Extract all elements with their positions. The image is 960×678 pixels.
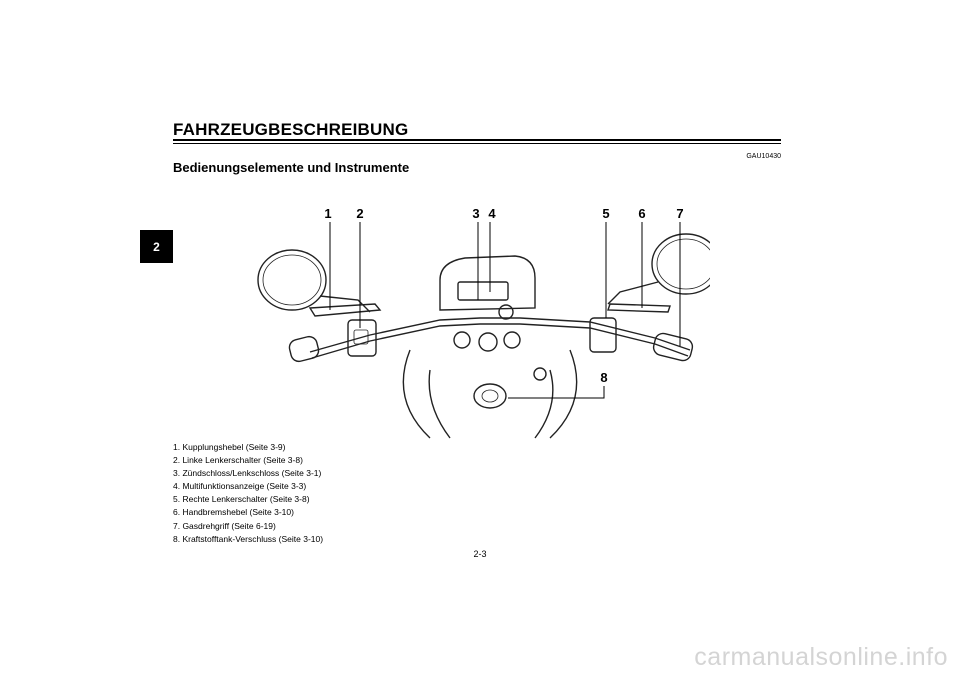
fuel-cap (473, 383, 507, 409)
legend-item: 5. Rechte Lenkerschalter (Seite 3-8) (173, 494, 310, 505)
right-grip (652, 332, 694, 362)
callout-7: 7 (676, 206, 683, 221)
left-switch (347, 319, 377, 357)
callout-5: 5 (602, 206, 609, 221)
legend-list: 1. Kupplungshebel (Seite 3-9) 2. Linke L… (173, 441, 323, 546)
chapter-tab: 2 (140, 230, 173, 263)
fuel-tank (428, 369, 554, 439)
reference-code: GAU10430 (746, 153, 781, 160)
legend-item: 1. Kupplungshebel (Seite 3-9) (173, 442, 286, 452)
callout-6: 6 (638, 206, 645, 221)
right-mirror (651, 233, 710, 295)
callout-4: 4 (488, 206, 496, 221)
callout-8: 8 (600, 370, 607, 385)
legend-item: 6. Handbremshebel (Seite 3-10) (173, 507, 294, 518)
legend-item: 3. Zündschloss/Lenkschloss (Seite 3-1) (173, 468, 322, 479)
page-number: 2-3 (473, 549, 487, 559)
ignition-switch (498, 304, 514, 320)
instrument-cluster (439, 255, 536, 311)
callout-3: 3 (472, 206, 479, 221)
legend-item: 8. Kraftstofftank-Verschluss (Seite 3-10… (173, 533, 324, 544)
title-rule (173, 139, 781, 141)
left-grip (288, 335, 320, 363)
callout-1: 1 (324, 206, 331, 221)
right-switch (589, 317, 617, 353)
brake-lever (607, 303, 671, 313)
watermark: carmanualsonline.info (694, 643, 948, 671)
legend-item: 7. Gasdrehgriff (Seite 6-19) (173, 520, 276, 531)
page-subtitle: Bedienungselemente und Instrumente (173, 160, 410, 175)
handlebar-illustration: 1 2 3 4 5 6 7 8 (257, 206, 710, 439)
leader-8 (508, 386, 605, 399)
section-title: FAHRZEUGBESCHREIBUNG (173, 120, 409, 139)
left-mirror (257, 249, 327, 311)
title-rule-thin (173, 143, 781, 144)
callout-2: 2 (356, 206, 363, 221)
handlebar (309, 317, 691, 353)
clutch-lever (308, 303, 382, 317)
legend-item: 2. Linke Lenkerschalter (Seite 3-8) (173, 455, 303, 466)
legend-item: 4. Multifunktionsanzeige (Seite 3-3) (173, 481, 307, 492)
